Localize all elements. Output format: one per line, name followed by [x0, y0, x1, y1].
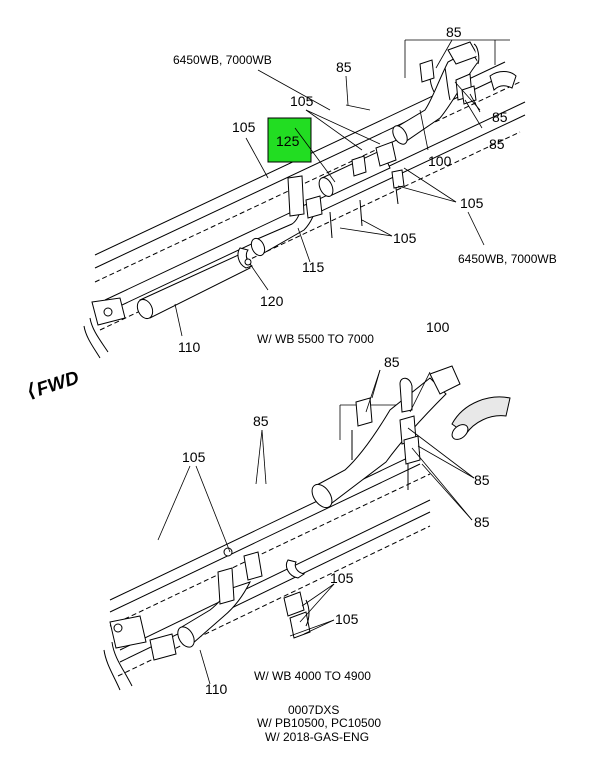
label-85-bottom-c: 85: [474, 472, 490, 488]
label-125: 125: [276, 133, 300, 149]
label-105-top-c: 105: [460, 195, 484, 211]
label-wb-6450-7000-left: 6450WB, 7000WB: [173, 53, 272, 67]
fwd-label: FWD: [34, 367, 82, 400]
bottom-leader-lines: [157, 369, 475, 685]
top-hanger-brackets: [287, 175, 363, 239]
label-85-bottom-d: 85: [474, 514, 490, 530]
top-assembly-view: 125 6450WB, 7000WB 85 85: [83, 24, 557, 359]
drawing-code: 0007DXS: [288, 703, 339, 717]
top-front-bracket: [83, 297, 126, 359]
label-85-top-a: 85: [336, 59, 352, 75]
label-85-bottom-a: 85: [384, 354, 400, 370]
label-105-bottom-a: 105: [182, 449, 206, 465]
top-tailpipe-110: [136, 251, 251, 320]
footer-notes: 0007DXS W/ PB10500, PC10500 W/ 2018-GAS-…: [257, 703, 381, 744]
top-clamp-120: [237, 247, 254, 269]
bottom-assembly-view: 100 85 85 105 85 85 105 105 110 W/ WB 40…: [103, 319, 511, 697]
label-85-top-c: 85: [492, 109, 508, 125]
label-120: 120: [260, 293, 284, 309]
forward-direction-indicator: ⟨ FWD: [24, 367, 82, 402]
bottom-front-bracket: [103, 615, 177, 691]
label-105-top-b: 105: [232, 119, 256, 135]
bottom-pipe-100: [311, 365, 461, 509]
label-105-top-d: 105: [393, 230, 417, 246]
top-rear-hangers-85: [419, 59, 517, 105]
top-pipe-100: [392, 41, 480, 145]
bottom-rear-hangers-85: [351, 397, 421, 490]
label-85-top-b: 85: [446, 24, 462, 40]
bottom-flex-pipe: [451, 396, 511, 440]
label-85-top-d: 85: [489, 136, 505, 152]
bottom-tailpipe-110: [177, 581, 251, 648]
label-wb-6450-7000-right: 6450WB, 7000WB: [458, 252, 557, 266]
condition-line-2: W/ 2018-GAS-ENG: [265, 730, 369, 744]
label-115: 115: [302, 259, 325, 275]
top-clamps-105: [351, 141, 405, 205]
label-85-bottom-b: 85: [253, 413, 269, 429]
label-105-bottom-b: 105: [330, 570, 354, 586]
label-105-top-a: 105: [290, 93, 314, 109]
caption-bottom-view: W/ WB 4000 TO 4900: [254, 669, 371, 683]
label-110-top: 110: [178, 339, 201, 355]
label-110-bottom: 110: [205, 681, 228, 697]
caption-top-view: W/ WB 5500 TO 7000: [257, 332, 374, 346]
label-100-bottom: 100: [426, 319, 450, 335]
condition-line-1: W/ PB10500, PC10500: [257, 716, 381, 730]
label-100-top: 100: [428, 153, 452, 169]
bottom-hanger-brackets: [217, 547, 311, 639]
label-105-bottom-c: 105: [335, 611, 359, 627]
top-leader-lines: [174, 39, 485, 337]
